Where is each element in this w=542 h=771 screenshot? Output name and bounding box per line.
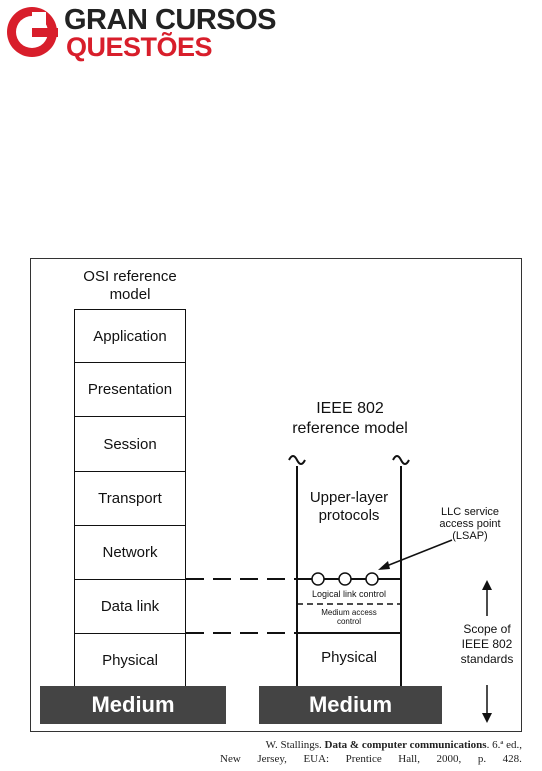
ieee-title: IEEE 802 reference model — [292, 400, 408, 437]
osi-layer-session: Session — [74, 416, 186, 472]
osi-title: OSI reference model — [83, 268, 177, 303]
citation-author: W. Stallings. — [265, 739, 322, 751]
lsap-arrow-head — [378, 561, 390, 570]
medium-right: Medium — [259, 686, 442, 724]
citation-word: Jersey, — [257, 753, 287, 765]
osi-layer-application: Application — [74, 309, 186, 363]
scope-arrow-up-head — [482, 580, 492, 590]
llc-label: Logical link control — [311, 589, 387, 599]
scope-label: Scope of IEEE 802 standards — [460, 622, 514, 666]
ieee-physical: Physical — [321, 649, 377, 666]
citation-word: Hall, — [398, 753, 420, 765]
citation-word: 428. — [502, 753, 522, 765]
citation-edition: . 6.ª ed., — [486, 739, 522, 751]
logo-text-top: GRAN CURSOS — [64, 4, 277, 36]
medium-left: Medium — [40, 686, 226, 724]
osi-layer-data-link: Data link — [74, 579, 186, 634]
logo-text-bottom: QUESTÕES — [66, 32, 213, 62]
citation-word: Prentice — [345, 753, 382, 765]
sap-circle-1 — [311, 572, 325, 586]
citation-title: Data & computer communications — [324, 739, 487, 751]
citation: W. Stallings. Data & computer communicat… — [220, 738, 522, 766]
brand-logo: GRAN CURSOS QUESTÕES — [4, 2, 304, 64]
sap-circle-3 — [365, 572, 379, 586]
wave-right-icon — [392, 455, 410, 465]
upper-layer-protocols: Upper-layer protocols — [309, 489, 389, 524]
sap-circle-2 — [338, 572, 352, 586]
citation-line2: New Jersey, EUA: Prentice Hall, 2000, p.… — [220, 752, 522, 766]
citation-word: 2000, — [436, 753, 462, 765]
wave-left-icon — [288, 455, 306, 465]
osi-layer-physical: Physical — [74, 633, 186, 687]
mac-label: Medium access control — [321, 608, 377, 626]
scope-arrow-down-head — [482, 713, 492, 723]
diagram-frame — [30, 258, 522, 732]
lsap-label: LLC service access point (LSAP) — [439, 506, 501, 542]
osi-layer-network: Network — [74, 525, 186, 580]
citation-word: New — [220, 753, 241, 765]
lsap-arrow-line — [383, 539, 453, 568]
citation-word: EUA: — [303, 753, 330, 765]
logo-g-icon — [7, 7, 58, 57]
citation-word: p. — [477, 753, 487, 765]
osi-layer-presentation: Presentation — [74, 362, 186, 417]
